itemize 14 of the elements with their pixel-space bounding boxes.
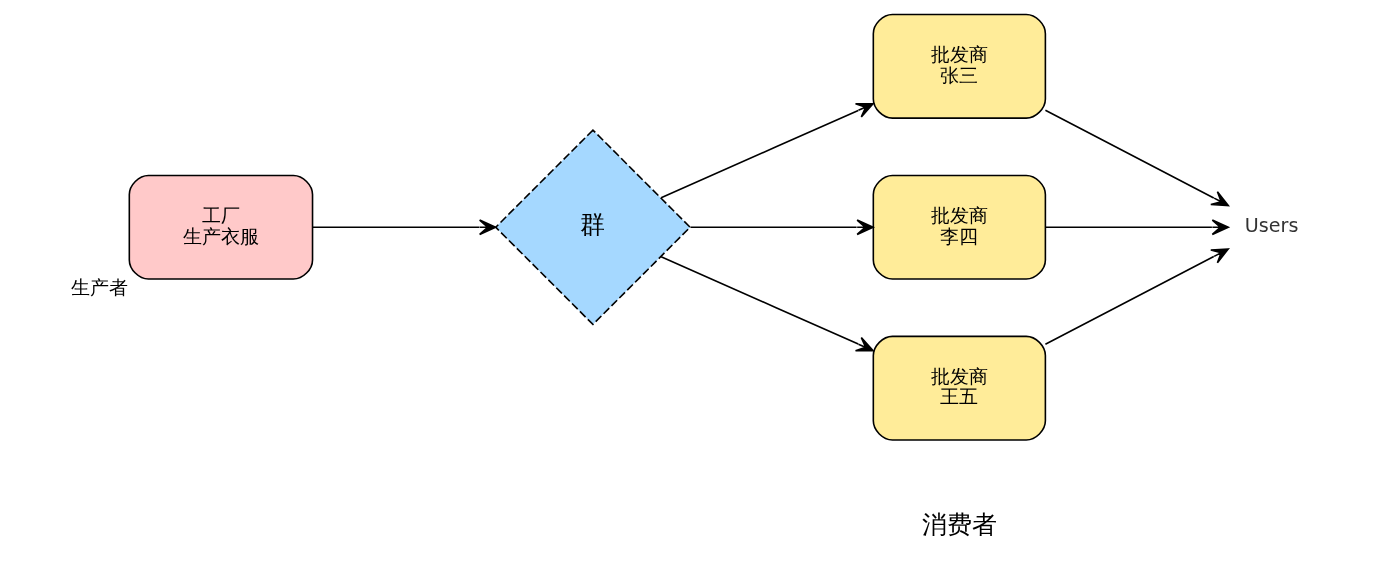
label: 消费者 [921, 508, 997, 539]
node-box: 批发商 王五 [872, 335, 1047, 441]
node-diamond: 群 [494, 128, 692, 326]
arrow [311, 219, 497, 236]
arrow [1044, 248, 1230, 345]
arrow [1044, 109, 1230, 207]
arrow [1044, 219, 1230, 236]
node-box: 批发商 张三 [872, 13, 1047, 119]
node-box: 工厂 生产衣服 [128, 174, 314, 280]
node-box: 批发商 李四 [872, 174, 1047, 280]
arrow [660, 103, 874, 199]
node-label: 生产者 [71, 276, 129, 300]
node-text: Users [1244, 214, 1299, 238]
arrow [689, 219, 874, 236]
